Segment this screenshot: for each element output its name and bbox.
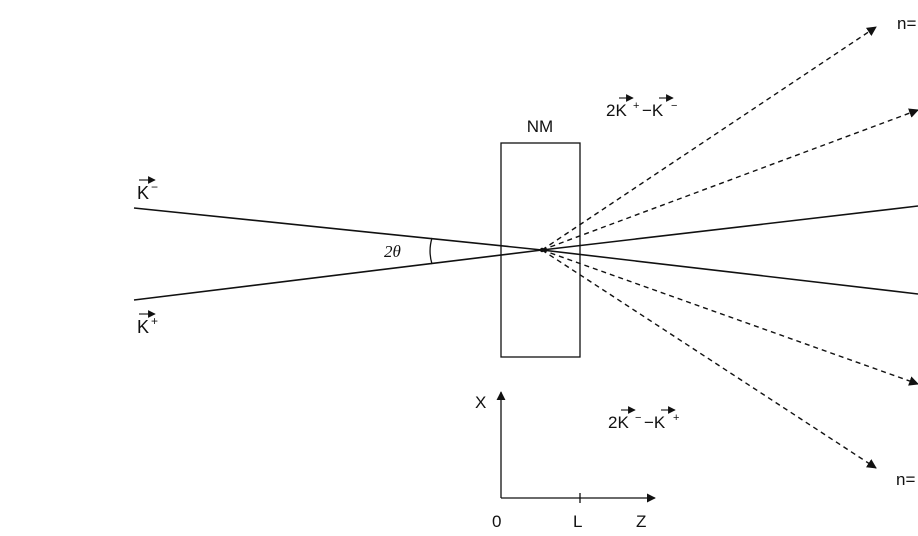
k-minus-sign: −: [151, 180, 158, 194]
label-k-minus: K −: [137, 176, 158, 203]
k-minus-letter: K: [137, 183, 149, 203]
k-plus-letter: K: [137, 317, 149, 337]
upper-combo-term-b-sign: −: [671, 100, 677, 112]
lower-combo-term-a-sign: −: [635, 412, 641, 424]
diffracted-beam-upper-outer: [541, 26, 877, 251]
lower-combo-term-a: 2K: [608, 413, 629, 432]
upper-combo-term-b: −K: [642, 101, 664, 120]
axis-origin-label: 0: [492, 512, 501, 531]
beam-k-plus-incident: [133, 249, 543, 301]
order-label-bottom: n=: [896, 470, 915, 489]
angle-arc: [429, 237, 433, 265]
lower-combo-term-b-sign: +: [673, 412, 679, 424]
upper-combo-term-a-sign: +: [633, 100, 639, 112]
lower-combo-term-b: −K: [644, 413, 666, 432]
nonlinear-medium-box: [500, 142, 581, 358]
medium-label: NM: [527, 117, 553, 136]
diffracted-beam-upper-inner: [541, 108, 918, 251]
label-upper-combination: 2K + −K −: [606, 94, 677, 120]
beam-k-minus-transmitted: [541, 249, 918, 295]
k-plus-sign: +: [151, 314, 158, 328]
axis-l-label: L: [573, 512, 582, 531]
beam-k-plus-transmitted: [541, 205, 918, 251]
label-lower-combination: 2K − −K +: [608, 406, 679, 432]
beam-k-minus-incident: [133, 207, 543, 251]
axis-x-label: X: [475, 393, 486, 412]
upper-combo-term-a: 2K: [606, 101, 627, 120]
diffracted-beam-lower-outer: [541, 249, 877, 469]
angle-label: 2θ: [384, 242, 401, 261]
axis-z-label: Z: [636, 512, 646, 531]
label-k-plus: K +: [137, 310, 158, 337]
intersection-point: [539, 247, 545, 253]
diffracted-beam-lower-inner: [541, 249, 918, 386]
order-label-top: n=: [897, 14, 916, 33]
